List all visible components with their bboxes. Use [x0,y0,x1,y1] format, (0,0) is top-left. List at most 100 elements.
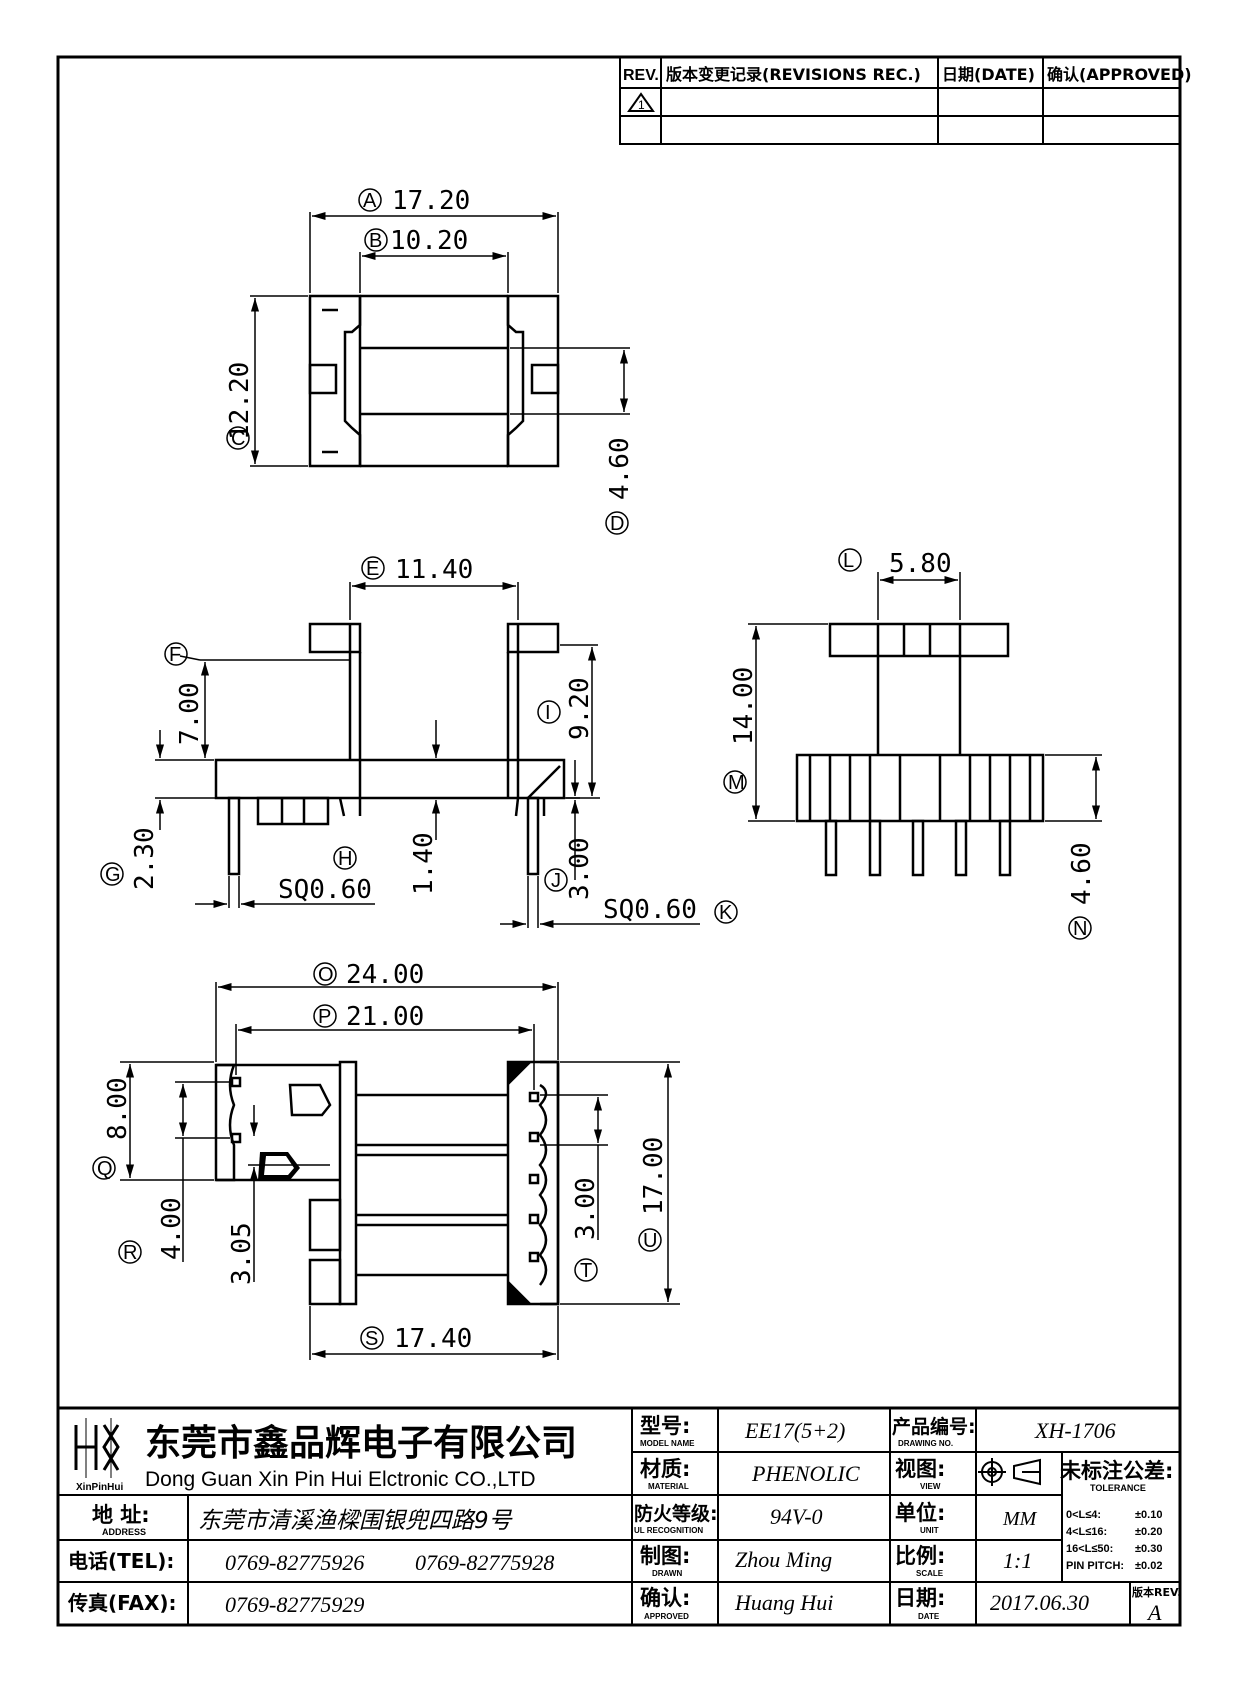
model-label-en: MODEL NAME [640,1439,695,1448]
scale-label: 比例: [895,1544,945,1568]
dim-p-label: P [318,1006,331,1028]
dim-o-label: O [318,964,334,986]
tol-value-2: ±0.20 [1135,1526,1162,1538]
dim-b-label: B [369,230,382,252]
tol-range-2: 4<L≤16: [1066,1526,1107,1538]
dim-q-marker [92,1156,116,1180]
tol-range-4: PIN PITCH: [1066,1560,1124,1572]
view-label: 视图: [895,1457,945,1481]
tolerance-label-en: TOLERANCE [1090,1483,1146,1493]
dim-m-value: 14.00 [729,667,759,745]
dim-r-label: R [123,1242,137,1264]
title-block [58,1406,1180,1625]
top-view [308,294,560,468]
side-view [795,622,1045,877]
dim-e-value: 11.40 [395,555,473,585]
tol-range-3: 16<L≤50: [1066,1543,1113,1555]
dim-h-value: SQ0.60 [278,875,372,905]
dim-f [155,655,350,761]
dim-s [309,1306,559,1360]
unit-label: 单位: [895,1501,945,1525]
dim-r-marker [118,1240,142,1264]
tel-value-2: 0769-82775928 [415,1550,554,1575]
dim-g-value: 2.30 [130,827,160,890]
drawing-no-label: 产品编号: [892,1415,976,1438]
dim-d-label: D [610,513,624,535]
dim-d [510,347,630,415]
tol-range-1: 0<L≤4: [1066,1509,1101,1521]
scale-label-en: SCALE [916,1569,944,1578]
dim-c-marker [226,426,250,450]
dim-e [349,581,519,620]
dim-k [500,876,700,929]
dim-i-marker [537,700,561,724]
dim-o-value: 24.00 [346,960,424,990]
dim-n-marker [1068,916,1092,940]
dim-n-value: 4.60 [1067,842,1097,905]
dim-a-value: 17.20 [392,186,470,216]
fire-value: 94V-0 [770,1504,823,1529]
company-name-en: Dong Guan Xin Pin Hui Elctronic CO.,LTD [145,1468,536,1491]
fax-value: 0769-82775929 [225,1592,364,1617]
dim-p-marker [313,1004,337,1028]
dim-h-label: H [338,848,352,870]
dim-t-value: 3.00 [571,1177,601,1240]
revisions-col-header: 版本变更记录(REVISIONS REC.) [665,65,921,84]
drawing-no-value: XH-1706 [1034,1418,1116,1443]
unit-label-en: UNIT [920,1526,939,1535]
dim-f-marker [164,642,188,666]
dim-h2-value: 1.40 [409,832,439,895]
rev-value: A [1146,1600,1162,1625]
dim-k-marker [714,900,738,924]
dim-t [540,1094,608,1240]
drawing-border [56,55,1182,1627]
dim-l-marker [838,548,862,572]
dim-f-label: F [169,644,181,666]
dim-m-marker [723,770,747,794]
dim-l [877,572,961,620]
company-logo [74,1418,120,1478]
dim-l-label: L [843,550,854,572]
dim-k-label: K [719,902,733,924]
dim-p [235,1024,535,1090]
tolerance-label: 未标注公差: [1060,1459,1173,1483]
dim-s-label: S [365,1328,378,1350]
dim-l-value: 5.80 [889,549,952,579]
dim-q [120,1061,214,1181]
scale-value: 1:1 [1003,1548,1032,1573]
dim-h-marker [333,846,357,870]
projection-symbol-icon [978,1458,1041,1486]
dim-o-marker [313,962,337,986]
dim-b-marker [364,228,388,252]
material-label-en: MATERIAL [648,1482,689,1491]
dim-f-value: 7.00 [175,682,205,745]
bottom-view [214,1060,560,1306]
dim-b [359,251,509,293]
dim-a-label: A [363,190,377,212]
dim-c-label: C [231,428,245,450]
dim-g [155,730,216,830]
approved-col-header: 确认(APPROVED) [1047,65,1192,84]
dim-u-label: U [643,1230,657,1252]
dim-r2 [248,1105,330,1282]
drawn-label: 制图: [640,1544,690,1568]
dim-q-value: 8.00 [103,1077,133,1140]
dim-n [1045,754,1102,822]
rev-col-header: REV. [623,67,659,84]
dim-p-value: 21.00 [346,1002,424,1032]
approved-label-en: APPROVED [644,1612,689,1621]
svg-text:1: 1 [638,98,645,112]
revision-triangle-icon: 1 [627,92,655,112]
dim-s-marker [360,1326,384,1350]
approved-value: Huang Hui [734,1590,833,1615]
dim-t-marker [574,1258,598,1282]
dim-n-label: N [1073,918,1087,940]
dim-a-marker [358,188,382,212]
company-name-cn: 东莞市鑫品辉电子有限公司 [145,1423,577,1464]
dim-k-value: SQ0.60 [603,895,697,925]
dim-j-label: J [551,870,561,892]
dim-g-label: G [105,864,121,886]
dim-t-label: T [580,1260,592,1282]
model-value: EE17(5+2) [744,1418,845,1443]
